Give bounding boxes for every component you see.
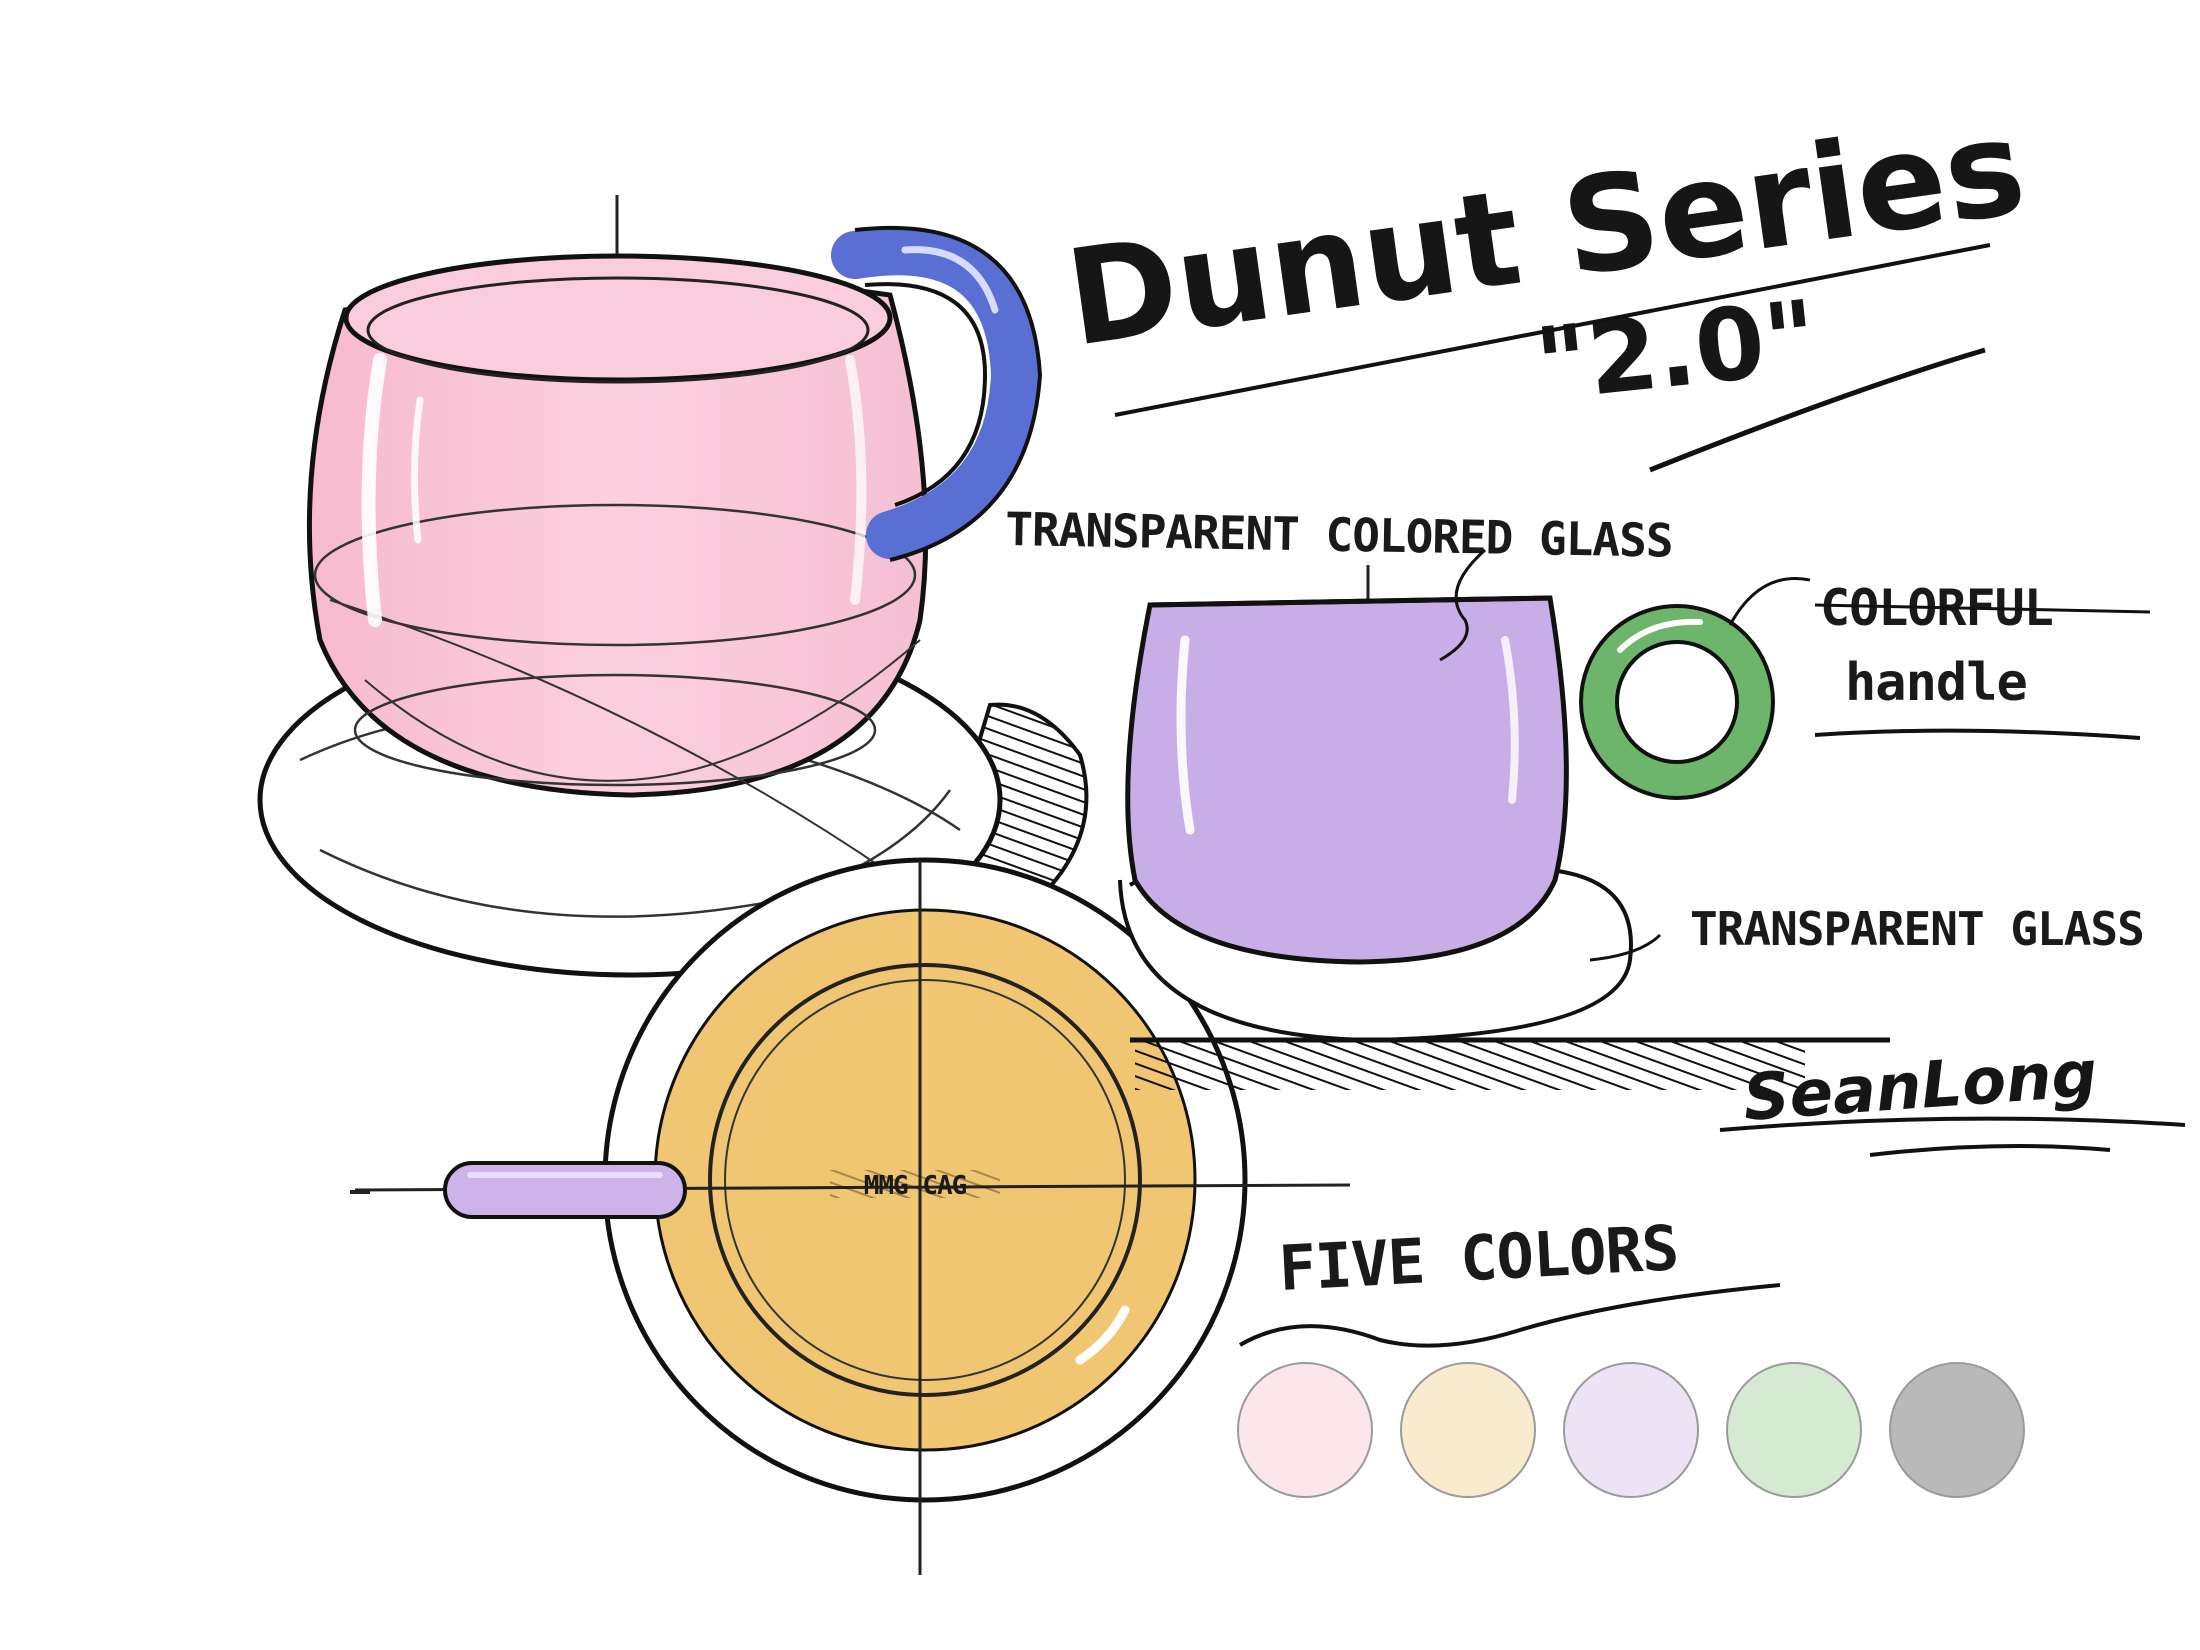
label-colored-glass: TRANSPARENT COLORED GLASS [1005, 502, 1673, 568]
mug-rim [343, 253, 893, 383]
title-line2: "2.0" [1530, 278, 1822, 424]
pink-mug [257, 195, 1089, 978]
label-five-colors: FIVE COLORS [1277, 1211, 1680, 1305]
gold-saucer-top-view: MMG CAG [350, 857, 1351, 1575]
title-block: Dunut Series "2.0" [1058, 90, 2034, 473]
color-swatch [1237, 1362, 1373, 1498]
annotations: TRANSPARENT COLORED GLASS COLORFUL handl… [1005, 502, 2151, 1348]
mug-handle-blue [831, 227, 1040, 559]
label-handle-2: handle [1845, 653, 2027, 713]
color-swatches [1237, 1362, 2025, 1498]
label-clear-glass: TRANSPARENT GLASS [1690, 902, 2144, 956]
base-stamp-text: MMG CAG [864, 1171, 967, 1201]
color-swatch [1400, 1362, 1536, 1498]
color-swatch [1726, 1362, 1862, 1498]
color-swatch [1563, 1362, 1699, 1498]
saucer-handle-lilac [443, 1161, 687, 1219]
purple-cup [1118, 565, 1890, 1090]
color-swatch [1889, 1362, 2025, 1498]
cup-body [1125, 595, 1569, 965]
ground-hatch [1135, 1040, 1805, 1090]
